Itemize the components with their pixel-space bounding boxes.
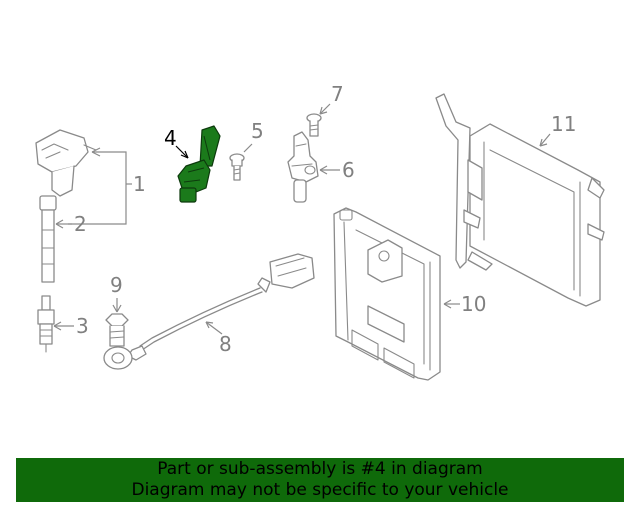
banner-line-2: Diagram may not be specific to your vehi…: [131, 480, 509, 500]
callout-9: 9: [110, 273, 123, 297]
highlight-info-banner: Part or sub-assembly is #4 in diagram Di…: [16, 458, 624, 502]
bolt-9-part[interactable]: [105, 313, 129, 347]
knock-sensor-part[interactable]: [103, 253, 315, 370]
callout-4: 4: [164, 126, 177, 150]
crankshaft-sensor-highlighted-part[interactable]: [177, 125, 221, 203]
callout-10: 10: [461, 292, 486, 316]
screw-7-part[interactable]: [306, 113, 322, 137]
coil-boot-part[interactable]: [39, 195, 57, 283]
banner-line-1: Part or sub-assembly is #4 in diagram: [157, 459, 483, 479]
callout-8: 8: [219, 332, 232, 356]
callout-3: 3: [76, 314, 89, 338]
callout-2: 2: [74, 212, 87, 236]
callout-11: 11: [551, 112, 576, 136]
callout-6: 6: [342, 158, 355, 182]
camshaft-sensor-part[interactable]: [287, 131, 319, 203]
ecu-bracket-part[interactable]: [435, 93, 605, 307]
spark-plug-part[interactable]: [37, 295, 55, 353]
callout-5: 5: [251, 119, 264, 143]
ignition-coil-part[interactable]: [35, 129, 97, 197]
callout-7: 7: [331, 82, 344, 106]
callout-1: 1: [133, 172, 146, 196]
bolt-5-part[interactable]: [229, 153, 245, 181]
callout-1-bracket: [68, 151, 127, 225]
ecu-module-part[interactable]: [333, 207, 441, 381]
